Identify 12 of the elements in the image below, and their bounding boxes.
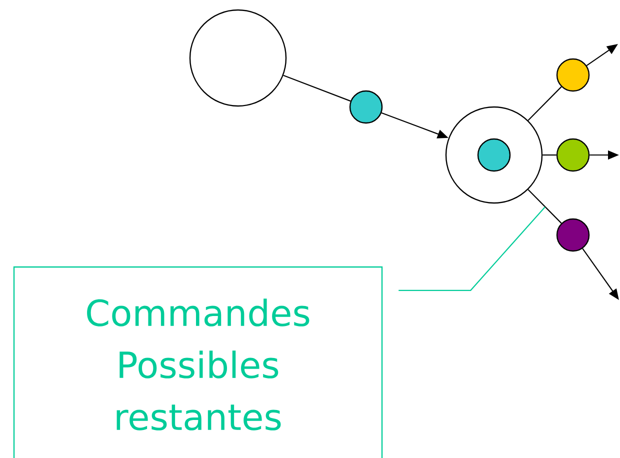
circle xyxy=(349,90,383,124)
circle xyxy=(556,218,590,252)
circle xyxy=(189,9,287,107)
line xyxy=(283,74,351,102)
circle xyxy=(556,58,590,92)
line xyxy=(542,154,556,156)
circle xyxy=(477,138,511,172)
leader-line xyxy=(398,206,546,291)
circle xyxy=(556,138,590,172)
line xyxy=(528,86,562,121)
text-box: Commandes Possibles restantes xyxy=(13,266,383,458)
line xyxy=(528,189,562,224)
